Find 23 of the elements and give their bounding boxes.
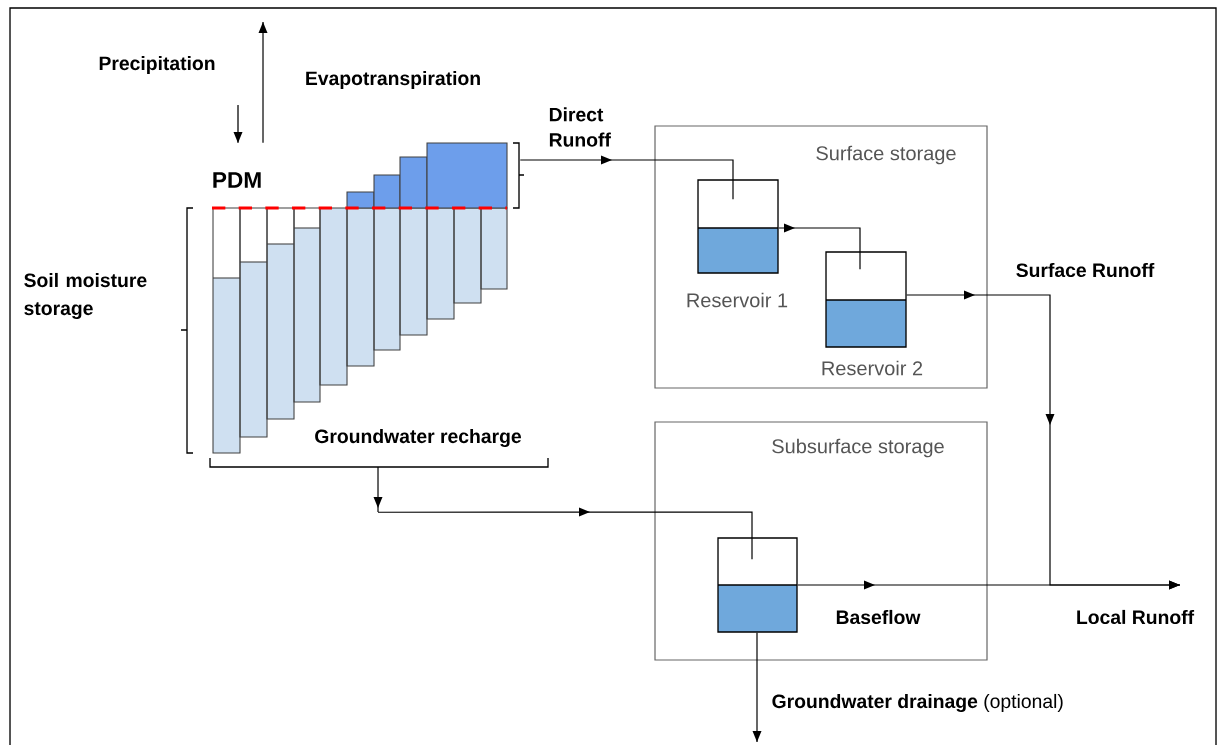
arrow: [752, 632, 762, 743]
arrow: [258, 21, 268, 144]
edge-label: Baseflow: [836, 609, 921, 625]
pdm-bars-drawing: [180, 142, 549, 513]
edge-label: Surface Runoff: [1016, 262, 1155, 278]
edge-label: Evapotranspiration: [306, 71, 480, 89]
reservoir-tank: Reservoir 2: [822, 251, 923, 376]
node-label: Reservoir 1: [687, 292, 788, 308]
arrow: [778, 223, 861, 270]
arrow: [233, 104, 243, 144]
arrow: [797, 580, 1181, 590]
edge-label: Groundwater drainage (optional): [772, 693, 1063, 713]
arrow: [377, 507, 753, 560]
edge-label: Groundwater recharge: [315, 428, 521, 448]
reservoir-tank: Reservoir 1: [687, 179, 788, 308]
text-label: Local Runoff: [1077, 609, 1195, 625]
text-label: Soil moisture storage: [24, 272, 147, 320]
node-label: Reservoir 2: [822, 360, 923, 376]
arrow: [519, 155, 734, 200]
reservoir-tank: [717, 537, 798, 633]
edge-label: Precipitation: [99, 56, 215, 74]
text-label: PDM: [213, 172, 261, 188]
edge-label: Direct Runoff: [549, 107, 611, 147]
